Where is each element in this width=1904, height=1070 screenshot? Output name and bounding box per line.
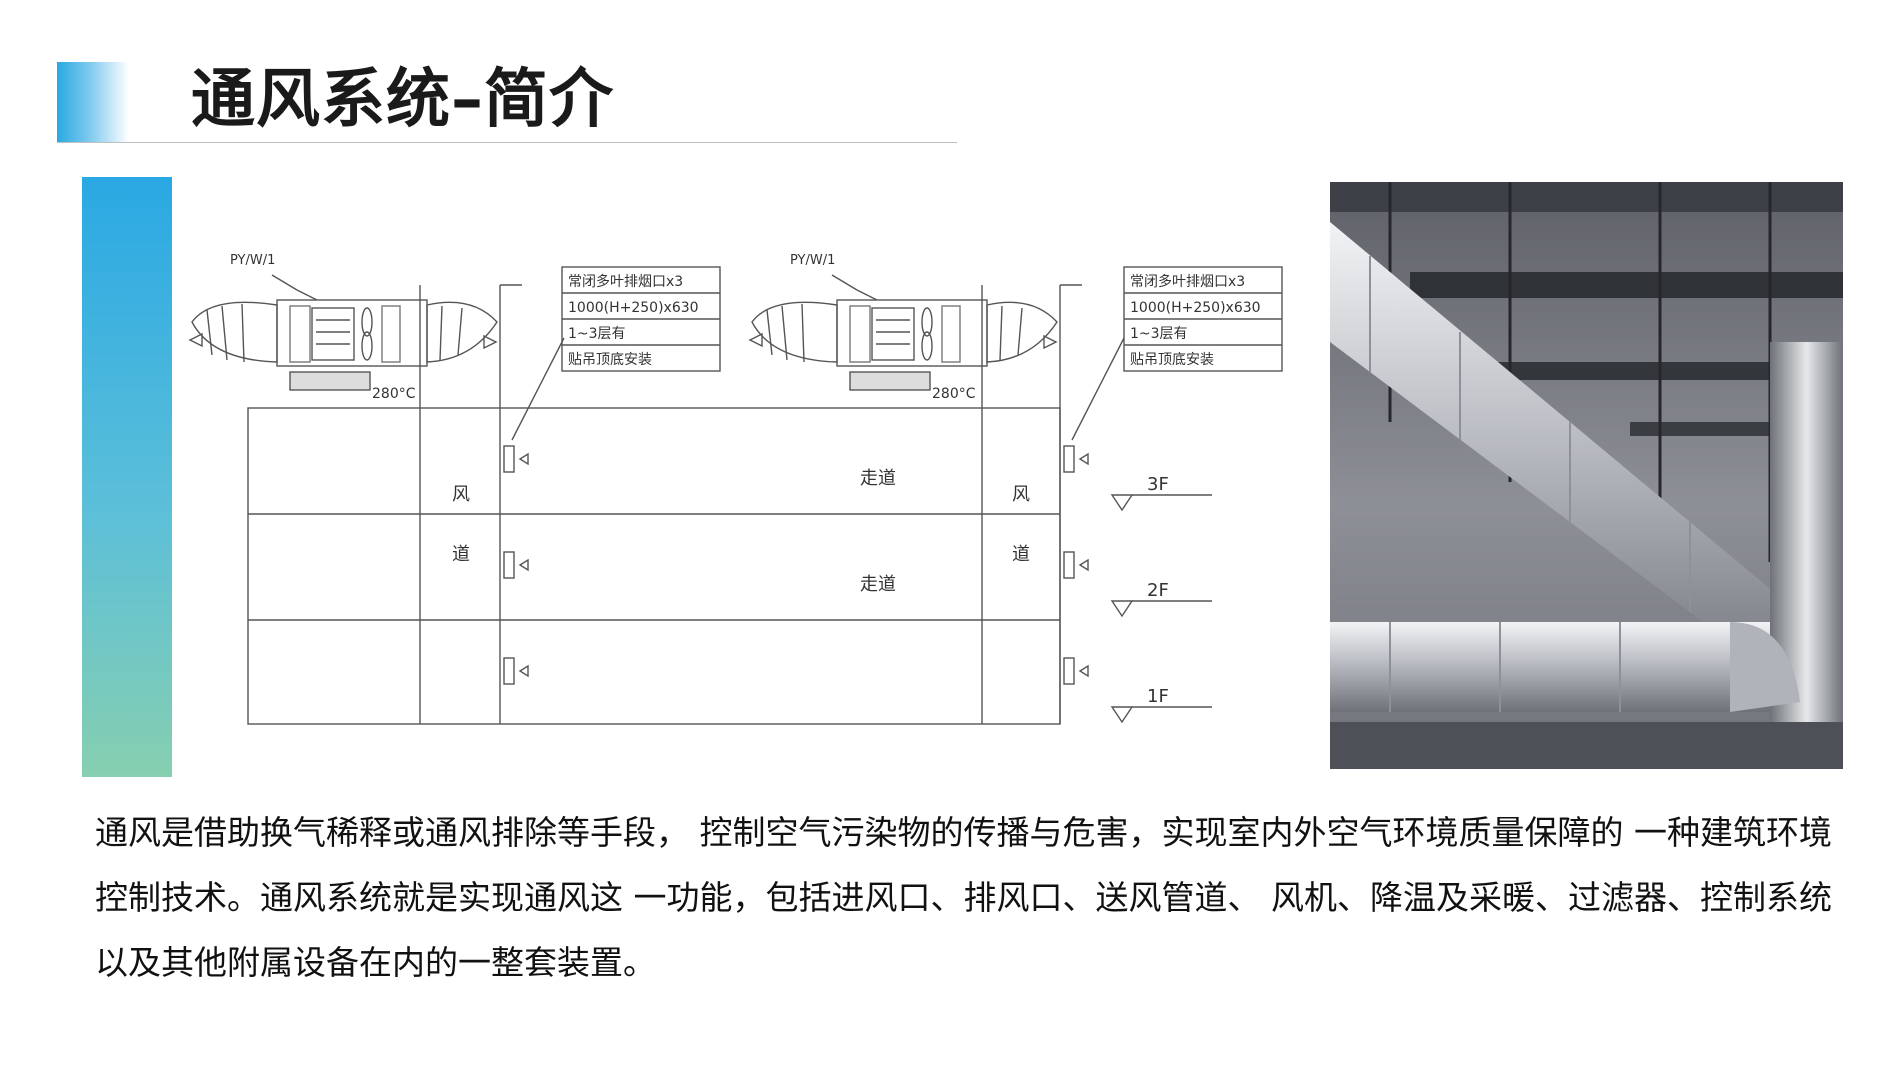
fan-tag-2: PY/W/1 [790, 253, 835, 268]
smoke-vents-right [1063, 337, 1125, 685]
title-divider [57, 142, 957, 143]
shaft-label-right-1: 风 [1012, 484, 1030, 505]
smoke-vents-left [503, 337, 565, 685]
duct-photo [1330, 182, 1843, 769]
note-line-4b: 贴吊顶底安装 [1130, 352, 1214, 368]
note-line-2b: 1000(H+250)x630 [1130, 300, 1261, 316]
corridor-label-1: 走道 [860, 468, 896, 489]
title-bar: 通风系统–简介 [57, 62, 957, 144]
floor-label-2f: 2F [1147, 580, 1169, 601]
fan-tag-1: PY/W/1 [230, 253, 275, 268]
note-line-3b: 1~3层有 [1130, 326, 1188, 342]
fan-unit-2 [748, 274, 1058, 391]
title-accent-block [57, 62, 129, 142]
slide-title: 通风系统–简介 [191, 63, 614, 137]
ventilation-diagram: PY/W/1 PY/W/1 280°C 280°C 常闭多叶排烟口x3 1000… [172, 230, 1292, 750]
note-line-1a: 常闭多叶排烟口x3 [568, 273, 683, 290]
gradient-side-bar [82, 177, 172, 777]
fan-temp-2: 280°C [932, 386, 976, 402]
fan-temp-1: 280°C [372, 386, 416, 402]
note-line-1b: 常闭多叶排烟口x3 [1130, 273, 1245, 290]
floor-label-1f: 1F [1147, 686, 1169, 707]
note-line-4a: 贴吊顶底安装 [568, 352, 652, 368]
fan-unit-1 [188, 274, 498, 391]
floor-label-3f: 3F [1147, 474, 1169, 495]
intro-paragraph: 通风是借助换气稀释或通风排除等手段， 控制空气污染物的传播与危害，实现室内外空气… [95, 813, 1832, 982]
shaft-label-left-1: 风 [452, 484, 470, 505]
note-line-2a: 1000(H+250)x630 [568, 300, 699, 316]
shaft-label-left-2: 道 [452, 544, 470, 565]
note-line-3a: 1~3层有 [568, 326, 626, 342]
shaft-label-right-2: 道 [1012, 544, 1030, 565]
corridor-label-2: 走道 [860, 574, 896, 595]
